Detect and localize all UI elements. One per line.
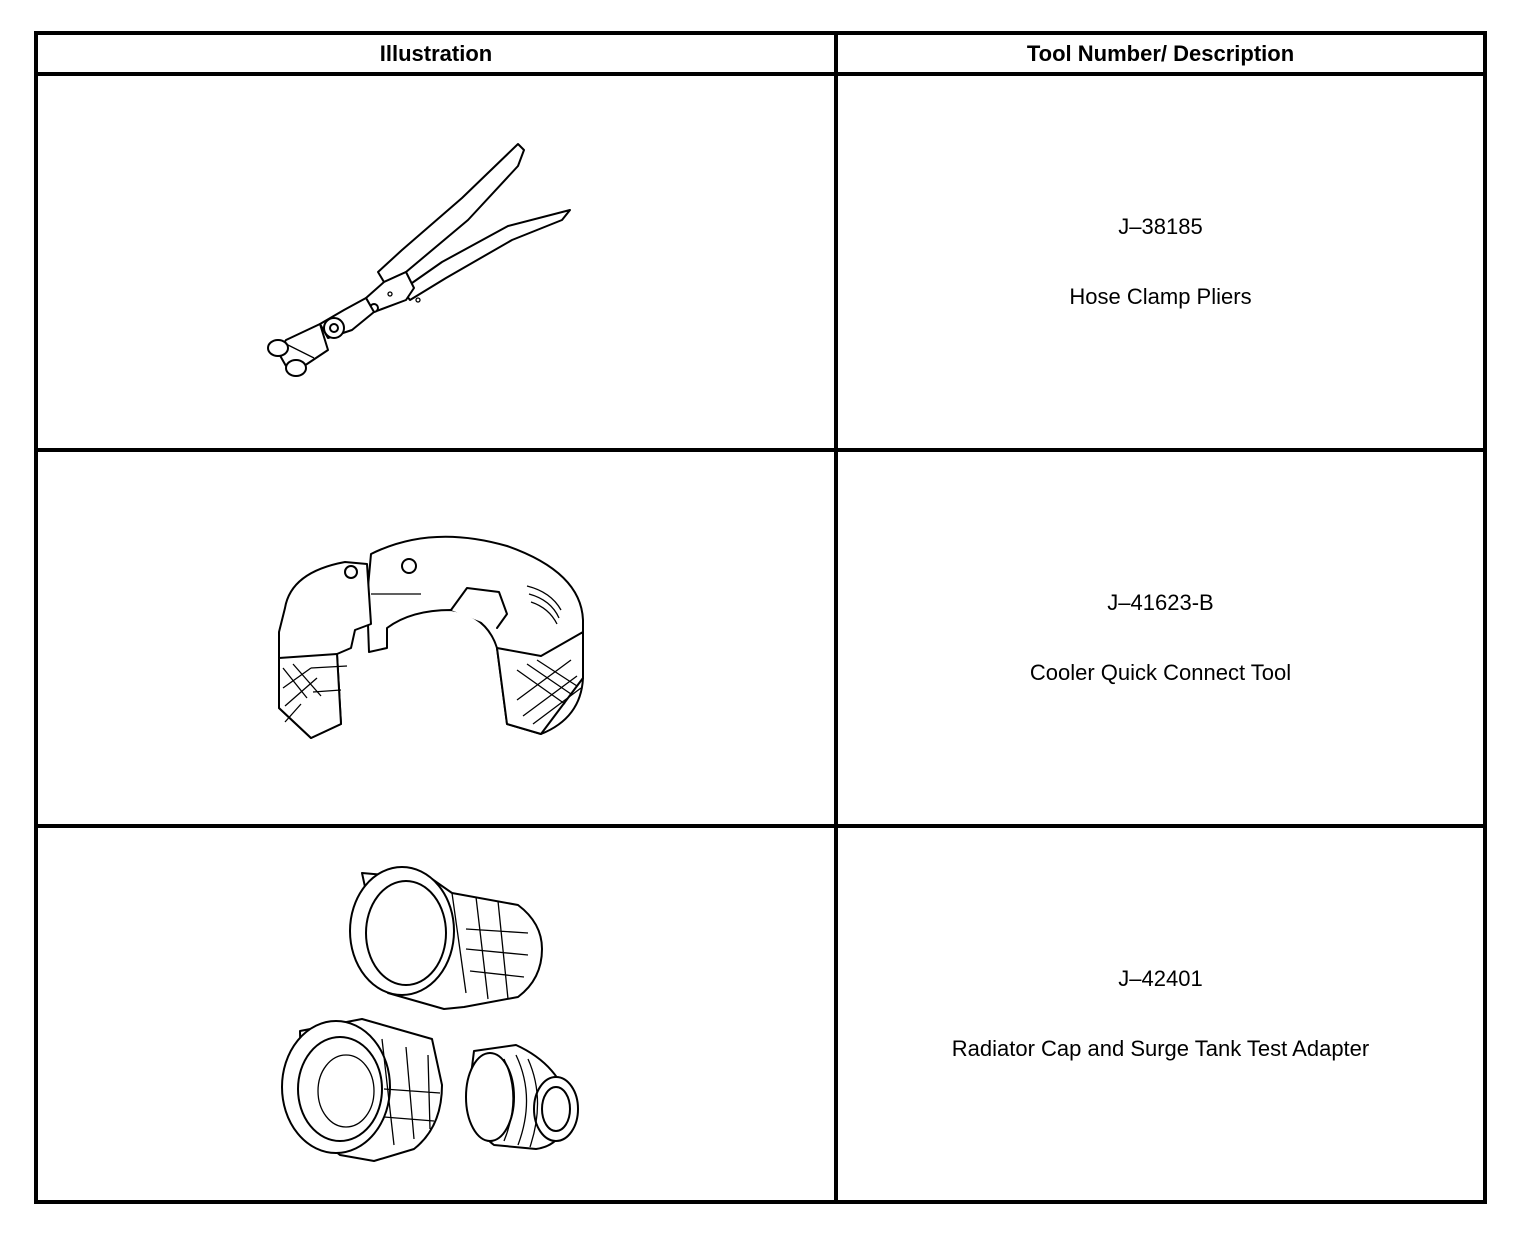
illustration-column-header: Illustration — [34, 31, 838, 76]
tool-number: J–38185 — [1118, 214, 1203, 239]
table-row: J–41623-B Cooler Quick Connect Tool — [34, 448, 1487, 828]
tool-description-cell: J–42401 Radiator Cap and Surge Tank Test… — [834, 824, 1487, 1204]
tool-number: J–42401 — [1118, 966, 1203, 991]
tool-number: J–41623-B — [1107, 590, 1214, 615]
illustration-cell — [34, 824, 838, 1204]
table-row: J–42401 Radiator Cap and Surge Tank Test… — [34, 824, 1487, 1204]
tool-column-header: Tool Number/ Description — [834, 31, 1487, 76]
cooler-quick-connect-tool-icon — [278, 535, 584, 739]
radiator-cap-test-adapter-icon — [281, 866, 579, 1162]
illustration-cell — [34, 72, 838, 452]
table-header-row: Illustration Tool Number/ Description — [34, 31, 1487, 76]
table-row: J–38185 Hose Clamp Pliers — [34, 72, 1487, 452]
tool-description-cell: J–41623-B Cooler Quick Connect Tool — [834, 448, 1487, 828]
illustration-cell — [34, 448, 838, 828]
tool-description: Hose Clamp Pliers — [1069, 284, 1252, 309]
tool-description: Cooler Quick Connect Tool — [1029, 660, 1292, 685]
tool-description-cell: J–38185 Hose Clamp Pliers — [834, 72, 1487, 452]
special-tools-table: Illustration Tool Number/ Description — [34, 31, 1487, 1204]
tool-description: Radiator Cap and Surge Tank Test Adapter — [951, 1036, 1370, 1061]
hose-clamp-pliers-icon — [267, 143, 571, 377]
